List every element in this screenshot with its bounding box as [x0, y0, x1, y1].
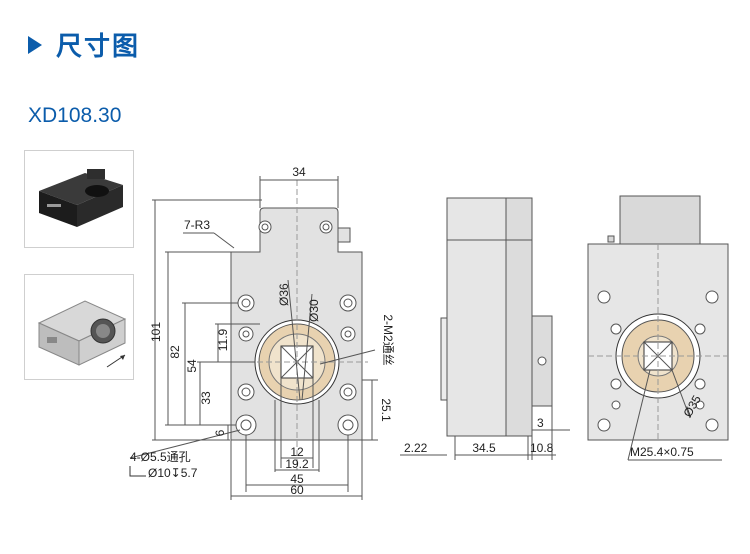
dim-threads: 2-M2通丝 [381, 314, 395, 365]
section-title: 尺寸图 [56, 32, 141, 62]
dim-side-2-22: 2.22 [404, 441, 428, 455]
section-header: 尺寸图 [28, 26, 140, 63]
product-photo-front [24, 150, 134, 248]
hole-note-counterbore: Ø10↧5.7 [148, 466, 198, 480]
dim-back-thread: M25.4×0.75 [630, 445, 694, 459]
dim-height-total: 101 [149, 322, 163, 342]
product-photo-side [24, 274, 134, 380]
dimension-labels: 34 7-R3 Ø36 Ø30 2-M2通丝 101 82 54 11.9 33… [130, 165, 704, 497]
dim-width-19-2: 19.2 [285, 457, 309, 471]
dim-outer-circle: Ø36 [277, 283, 291, 306]
dim-height-33: 33 [199, 391, 213, 405]
dim-side-3: 3 [537, 416, 544, 430]
counterbore-symbol-icon [129, 466, 146, 477]
dim-height-54: 54 [185, 359, 199, 373]
dim-side-10-8: 10.8 [530, 441, 554, 455]
dim-corner-radius: 7-R3 [184, 218, 210, 232]
dim-width-45: 45 [290, 472, 304, 486]
dim-height-25-1: 25.1 [379, 398, 393, 422]
dim-side-34-5: 34.5 [472, 441, 496, 455]
side-view [400, 197, 570, 460]
dim-width-12: 12 [290, 445, 304, 459]
model-number: XD108.30 [28, 104, 122, 127]
dim-inner-circle: Ø30 [307, 299, 321, 322]
triangle-marker-icon [28, 35, 42, 54]
hole-note-through: 4-Ø5.5通孔 [130, 450, 191, 464]
dim-top-width: 34 [292, 165, 306, 179]
front-view [129, 176, 378, 500]
dim-height-11-9: 11.9 [216, 328, 230, 351]
dim-height-6: 6 [213, 429, 227, 436]
dim-width-60: 60 [290, 483, 304, 497]
dim-height-82: 82 [168, 345, 182, 359]
back-view [587, 195, 729, 461]
